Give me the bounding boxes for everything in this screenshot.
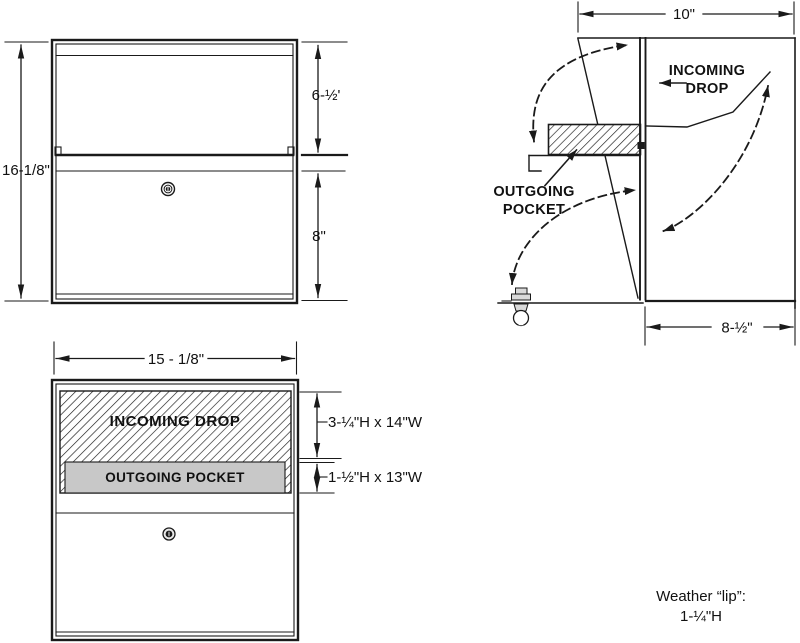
outgoing-pocket-text: OUTGOING POCKET: [105, 470, 245, 485]
weather-lip-profile: [528, 154, 542, 172]
incoming-drop-word1: INCOMING: [669, 63, 746, 79]
mail-path-arrow: [508, 187, 637, 285]
incoming-drop-text: INCOMING DROP: [110, 413, 241, 430]
lock-icon: [160, 181, 176, 197]
incoming-drop-label: INCOMING DROP: [659, 63, 746, 97]
slot-size-dimensions: 3-¼"H x 14"W 1-½"H x 13"W: [299, 391, 423, 494]
outgoing-pocket-word2: POCKET: [503, 202, 565, 218]
slot-width-dimension: 15 - 1/8": [53, 341, 298, 375]
lock-icon: [162, 527, 176, 541]
front-view: 16-1/8" 6-½' 8": [2, 38, 349, 305]
incoming-drop-word2: DROP: [685, 81, 728, 97]
mail-path-arrow: [528, 42, 629, 143]
bolt-icon: [511, 287, 531, 327]
open-door-line: [577, 38, 639, 299]
outgoing-pocket-label: OUTGOING POCKET: [493, 148, 578, 218]
side-bottom-depth-label: 8-½": [721, 320, 752, 337]
outgoing-size-label: 1-½"H x 13"W: [328, 469, 423, 486]
mail-path-arrows: [508, 42, 770, 285]
side-depth-dimension: 10": [577, 1, 795, 35]
front-door-height-label: 8": [312, 228, 326, 245]
front-view-cabinet: [50, 38, 299, 305]
slot-view-cabinet: [50, 378, 300, 642]
slot-width-label: 15 - 1/8": [148, 351, 204, 368]
side-view: 10" INCOMING DROP OUTGOING: [493, 1, 797, 346]
weather-lip-note: Weather “lip”: 1-¼"H: [656, 588, 746, 625]
slot-detail-view: 15 - 1/8" INCOMING DROP OUTGOING POCKET: [50, 341, 423, 642]
incoming-size-label: 3-¼"H x 14"W: [328, 414, 423, 431]
front-right-dimensions: 6-½' 8": [300, 41, 349, 302]
side-view-body: [528, 37, 797, 309]
side-base-dimension: 8-½": [644, 306, 796, 346]
front-height-dimension: 16-1/8": [2, 41, 50, 302]
front-overall-height-label: 16-1/8": [2, 162, 50, 179]
outgoing-pocket-word1: OUTGOING: [493, 184, 574, 200]
pocket-stop-block: [637, 142, 645, 149]
outgoing-pocket-pointer: [543, 148, 578, 187]
open-door-and-bolt: [497, 287, 644, 327]
weather-lip-line2: 1-¼"H: [680, 608, 722, 625]
outgoing-pocket-hatch: [547, 123, 642, 156]
front-top-section-label: 6-½': [312, 87, 341, 104]
weather-lip-line1: Weather “lip”:: [656, 588, 746, 605]
mail-path-arrow: [662, 84, 770, 233]
outgoing-pocket-area: [64, 461, 286, 494]
side-top-depth-label: 10": [673, 6, 695, 23]
